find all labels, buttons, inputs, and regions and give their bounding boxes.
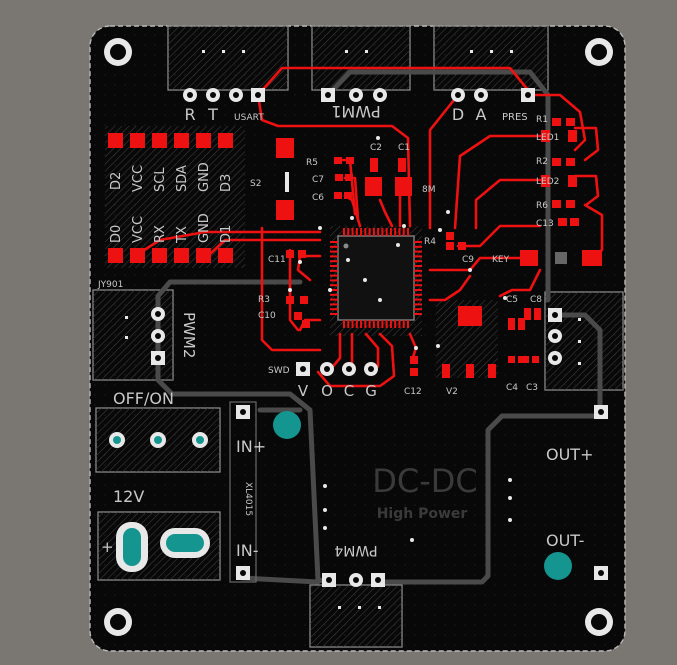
in-plus-label: IN+ — [236, 437, 266, 456]
mounting-holes — [104, 38, 613, 636]
voltage-label: 12V — [113, 487, 144, 506]
silkscreen: R T USART PWM1 D A PRES JY901 D2 VCC SCL… — [97, 102, 593, 560]
header-top-label: D3 — [219, 174, 234, 192]
ref-c4: C4 — [506, 383, 518, 393]
usart-pin-t: T — [207, 105, 218, 124]
ref-r3: R3 — [258, 295, 270, 305]
in-teal-pad — [273, 411, 301, 439]
header-top-label: VCC — [131, 165, 146, 192]
header-bottom-label: GND — [197, 213, 212, 243]
da-pin-a: A — [476, 105, 487, 124]
header-top-label: SDA — [175, 165, 190, 192]
ref-c11: C11 — [268, 255, 286, 265]
in-minus-label: IN- — [236, 541, 258, 560]
ref-r1: R1 — [536, 115, 548, 125]
ref-c10: C10 — [258, 311, 276, 321]
ref-c9: C9 — [462, 255, 474, 265]
pres-label: PRES — [502, 112, 528, 123]
through-hole-pins — [109, 88, 608, 587]
ref-c8: C8 — [530, 295, 542, 305]
ref-v2: V2 — [446, 387, 458, 397]
out-minus-label: OUT- — [546, 531, 584, 550]
pwm2-label: PWM2 — [180, 312, 198, 358]
header-bottom-label: TX — [175, 226, 190, 244]
mcu-chip — [330, 228, 422, 328]
jy901-label: JY901 — [97, 280, 123, 290]
pwm4-label: PWM4 — [334, 542, 377, 558]
ref-r4: R4 — [424, 237, 436, 247]
header-bottom-label: RX — [153, 225, 168, 243]
ref-c2: C2 — [370, 143, 382, 153]
swd-pin-g: G — [365, 382, 377, 400]
smd-pads — [108, 118, 602, 378]
bottom-traces — [155, 69, 603, 585]
usart-label: USART — [234, 113, 264, 123]
ref-c13: C13 — [536, 219, 554, 229]
header-top-label: GND — [197, 162, 212, 192]
ref-c7: C7 — [312, 175, 324, 185]
ref-c5: C5 — [506, 295, 518, 305]
ref-r6: R6 — [536, 201, 548, 211]
vias — [288, 136, 512, 542]
ref-c3: C3 — [526, 383, 538, 393]
header-top-label: D2 — [109, 172, 124, 190]
ref-led1: LED1 — [536, 133, 559, 143]
power-label: OFF/ON — [113, 389, 174, 408]
plus-sign: + — [101, 538, 114, 556]
ref-r5: R5 — [306, 158, 318, 168]
pwm1-label: PWM1 — [331, 102, 380, 121]
header-top-label: SCL — [153, 167, 168, 192]
key-label: KEY — [492, 255, 510, 265]
ref-c1: C1 — [398, 143, 410, 153]
ref-led2: LED2 — [536, 177, 559, 187]
swd-pin-v: V — [298, 382, 309, 400]
swd-label: SWD — [268, 366, 290, 376]
swd-pin-o: O — [321, 382, 333, 400]
dc-jack — [116, 522, 210, 572]
ref-c12: C12 — [404, 387, 422, 397]
header-bottom-label: D0 — [109, 225, 124, 243]
ref-c6: C6 — [312, 193, 324, 203]
dcdc-subtitle: High Power — [377, 506, 468, 522]
out-teal-pad — [544, 552, 572, 580]
ref-r2: R2 — [536, 157, 548, 167]
header-bottom-label: D1 — [219, 225, 234, 243]
dcdc-title: DC-DC — [372, 462, 478, 500]
ref-s2: S2 — [250, 179, 261, 189]
out-plus-label: OUT+ — [546, 445, 593, 464]
da-pin-d: D — [452, 105, 464, 124]
module-label: XL4015 — [243, 482, 253, 516]
header-bottom-label: VCC — [131, 216, 146, 243]
swd-pin-c: C — [344, 382, 354, 400]
usart-pin-r: R — [184, 105, 195, 124]
crystal-label: 8M — [422, 185, 436, 195]
